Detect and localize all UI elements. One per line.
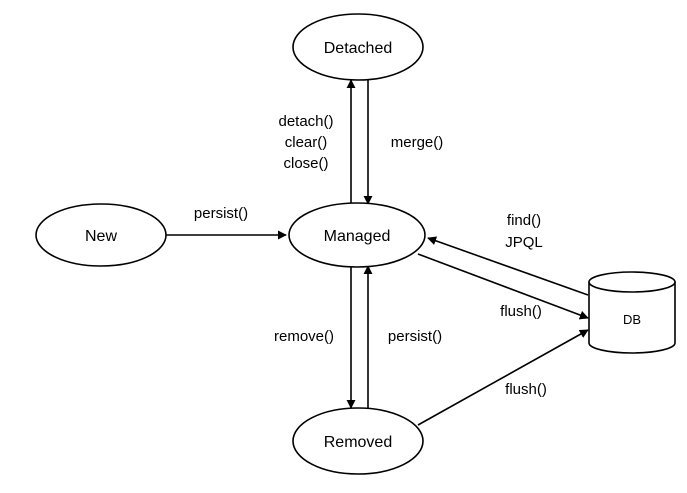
node-detached: Detached [292,13,424,81]
node-removed-label: Removed [324,434,392,451]
remove-label: remove() [274,328,334,345]
merge-label: merge() [391,134,444,151]
node-managed-label: Managed [324,228,391,245]
node-new: New [35,203,167,267]
node-db: DB [588,271,676,354]
node-db-label: DB [623,312,641,327]
flush-managed-label: flush() [500,303,542,320]
find-label: find() [507,212,541,229]
flush-managed-arrow [417,253,589,320]
node-removed: Removed [292,407,424,475]
persist-removed-label: persist() [388,328,442,345]
flush-removed-label: flush() [505,381,547,398]
flush-removed-arrow [417,329,589,426]
node-managed: Managed [288,202,426,268]
jpql-label: JPQL [505,234,543,251]
detach-label: detach() [278,113,333,130]
persist-new-label: persist() [194,205,248,222]
find-arrow [427,236,589,296]
node-new-label: New [85,228,117,245]
node-detached-label: Detached [324,40,393,57]
clear-label: clear() [285,134,328,151]
close-label: close() [283,155,328,172]
